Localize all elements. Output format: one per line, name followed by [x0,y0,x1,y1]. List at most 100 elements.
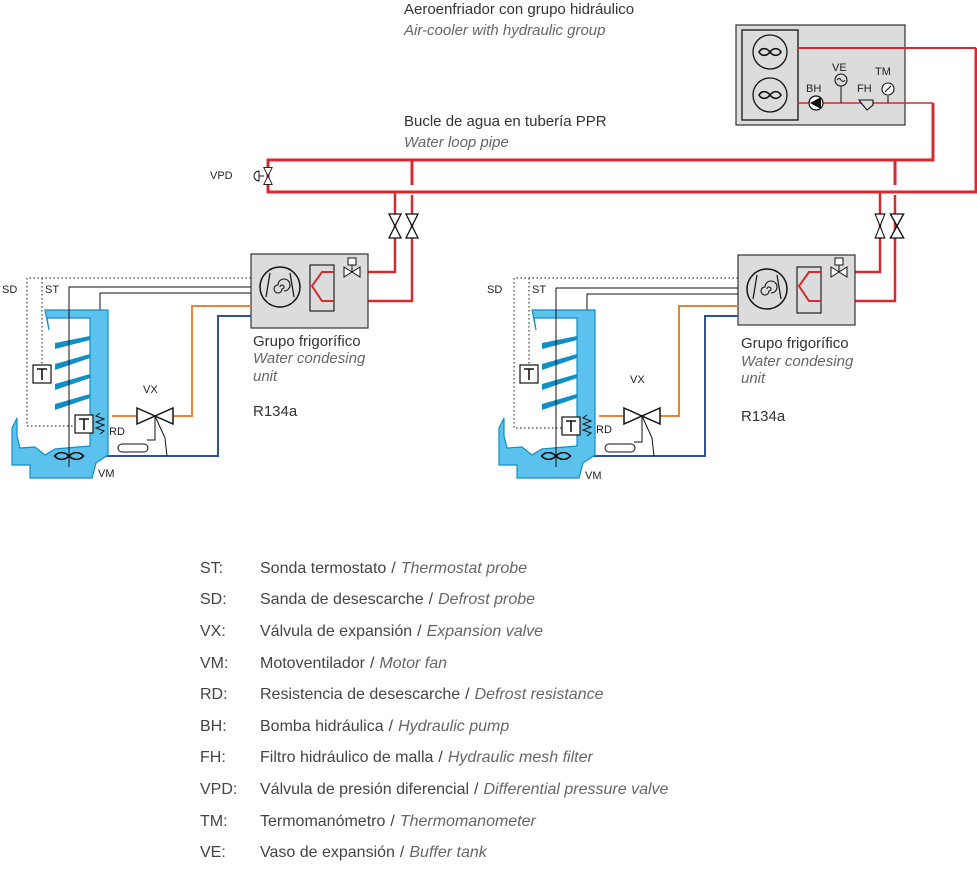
legend-item: VM:Motoventilador/Motor fan [200,648,668,680]
air-cooler: BH VE FH TM [735,24,976,126]
legend-es: Termomanómetro [260,812,386,830]
unit-subtitle-2: unit [253,368,278,385]
legend-code: VPD: [200,780,238,798]
bulb-icon [604,443,636,453]
defrost-resistance-icon [94,412,106,435]
legend-code: ST: [200,559,224,577]
legend: ST:Sonda termostato/Thermostat probe SD:… [200,553,668,869]
bh-label: BH [806,83,821,95]
solenoid-valve-icon [343,257,361,278]
unit-title: Grupo frigorífico [741,335,849,352]
water-loop-title: Bucle de agua en tubería PPR [404,113,607,130]
legend-en: Expansion valve [426,622,544,640]
thermomanometer-icon [881,82,895,96]
thermostat-probe-icon [519,364,539,384]
gate-valve-icon [874,213,886,239]
legend-separator: / [369,654,375,672]
defrost-probe-icon [74,414,94,434]
air-cooler-subtitle: Air-cooler with hydraulic group [403,22,605,39]
legend-item: FH: Filtro hidráulico de malla/Hydraulic … [200,743,668,775]
legend-separator: / [417,622,422,640]
legend-code: FH: [200,749,226,767]
st-label: ST [45,284,59,296]
legend-en: Thermostat probe [400,559,528,577]
legend-en: Hydraulic pump [398,717,510,735]
rd-label: RD [109,426,125,438]
sd-label: SD [487,284,502,296]
solenoid-valve-icon [830,257,848,278]
defrost-probe-icon [561,416,581,436]
unit-title: Grupo frigorífico [253,333,361,350]
vm-label: VM [585,470,602,482]
legend-es: Vaso de expansión [260,844,395,862]
water-loop-subtitle: Water loop pipe [404,134,509,151]
legend-en: Defrost probe [438,591,536,609]
legend-en: Buffer tank [409,844,487,862]
legend-es: Sonda termostato [260,559,387,577]
legend-separator: / [388,717,394,735]
legend-item: TM:Termomanómetro/Thermomanometer [200,806,668,838]
legend-item: RD: Resistencia de desescarche/Defrost re… [200,679,668,711]
legend-separator: / [391,559,396,577]
expansion-vessel-icon [834,73,848,87]
legend-code: VE: [200,844,226,862]
legend-item: ST: Sonda termostato/Thermostat probe [200,553,668,585]
legend-es: Bomba hidráulica [260,717,384,735]
legend-item: BH: Bomba hidráulica/Hydraulic pump [200,711,668,743]
st-label: ST [532,284,546,296]
legend-code: VX: [200,622,226,640]
legend-item: VX: Válvula de expansión/Expansion valve [200,616,668,648]
ve-label: VE [832,62,847,74]
legend-code: VM: [200,654,229,672]
tm-label: TM [875,66,891,78]
legend-es: Motoventilador [260,654,365,672]
legend-item: SD:Sanda de desescarche/Defrost probe [200,585,668,617]
legend-code: TM: [200,812,228,830]
legend-code: RD: [200,686,228,704]
refrigerant-label: R134a [253,403,298,420]
compressor-icon [746,268,788,310]
gate-valve-icon [388,213,402,239]
vx-label: VX [143,384,158,396]
legend-en: Differential pressure valve [483,780,669,798]
legend-code: BH: [200,717,227,735]
filter-icon [857,99,874,111]
cabinet-shelves [55,336,90,410]
legend-separator: / [438,749,443,767]
compressor-icon [259,266,301,308]
unit-subtitle: Water condesing [741,353,854,370]
legend-separator: / [474,780,479,798]
legend-separator: / [428,591,434,609]
legend-es: Sanda de desescarche [260,591,424,609]
unit-subtitle-2: unit [741,370,766,387]
unit-subtitle: Water condesing [253,350,366,367]
expansion-valve-icon [136,406,174,457]
legend-separator: / [399,844,405,862]
legend-item: VPD: Válvula de presión diferencial/Diffe… [200,774,668,806]
differential-pressure-valve [253,167,273,185]
legend-es: Filtro hidráulico de malla [260,749,434,767]
legend-separator: / [465,686,470,704]
cabinet-shelves [542,336,577,410]
legend-es: Resistencia de desescarche [260,686,461,704]
thermostat-probe-icon [32,364,52,384]
pump-icon [808,95,824,111]
fan-icon [752,77,788,113]
defrost-resistance-icon [581,414,593,437]
vpd-label: VPD [210,170,233,182]
legend-en: Hydraulic mesh filter [447,749,593,767]
unit-1: SD ST VX RD VM Grupo frigorífico Water c… [2,192,419,480]
air-cooler-title: Aeroenfriador con grupo hidráulico [404,1,634,18]
sd-label: SD [2,284,17,296]
vx-label: VX [630,374,645,386]
legend-es: Válvula de expansión [260,622,413,640]
fh-label: FH [857,83,872,95]
legend-es: Válvula de presión diferencial [260,780,470,798]
fan-icon [752,34,788,70]
unit-2: SD ST VX RD VM Grupo frigorífico Water c… [487,192,905,482]
legend-en: Defrost resistance [474,686,604,704]
gate-valve-icon [889,213,905,239]
legend-separator: / [390,812,395,830]
refrigerant-label: R134a [741,408,786,425]
